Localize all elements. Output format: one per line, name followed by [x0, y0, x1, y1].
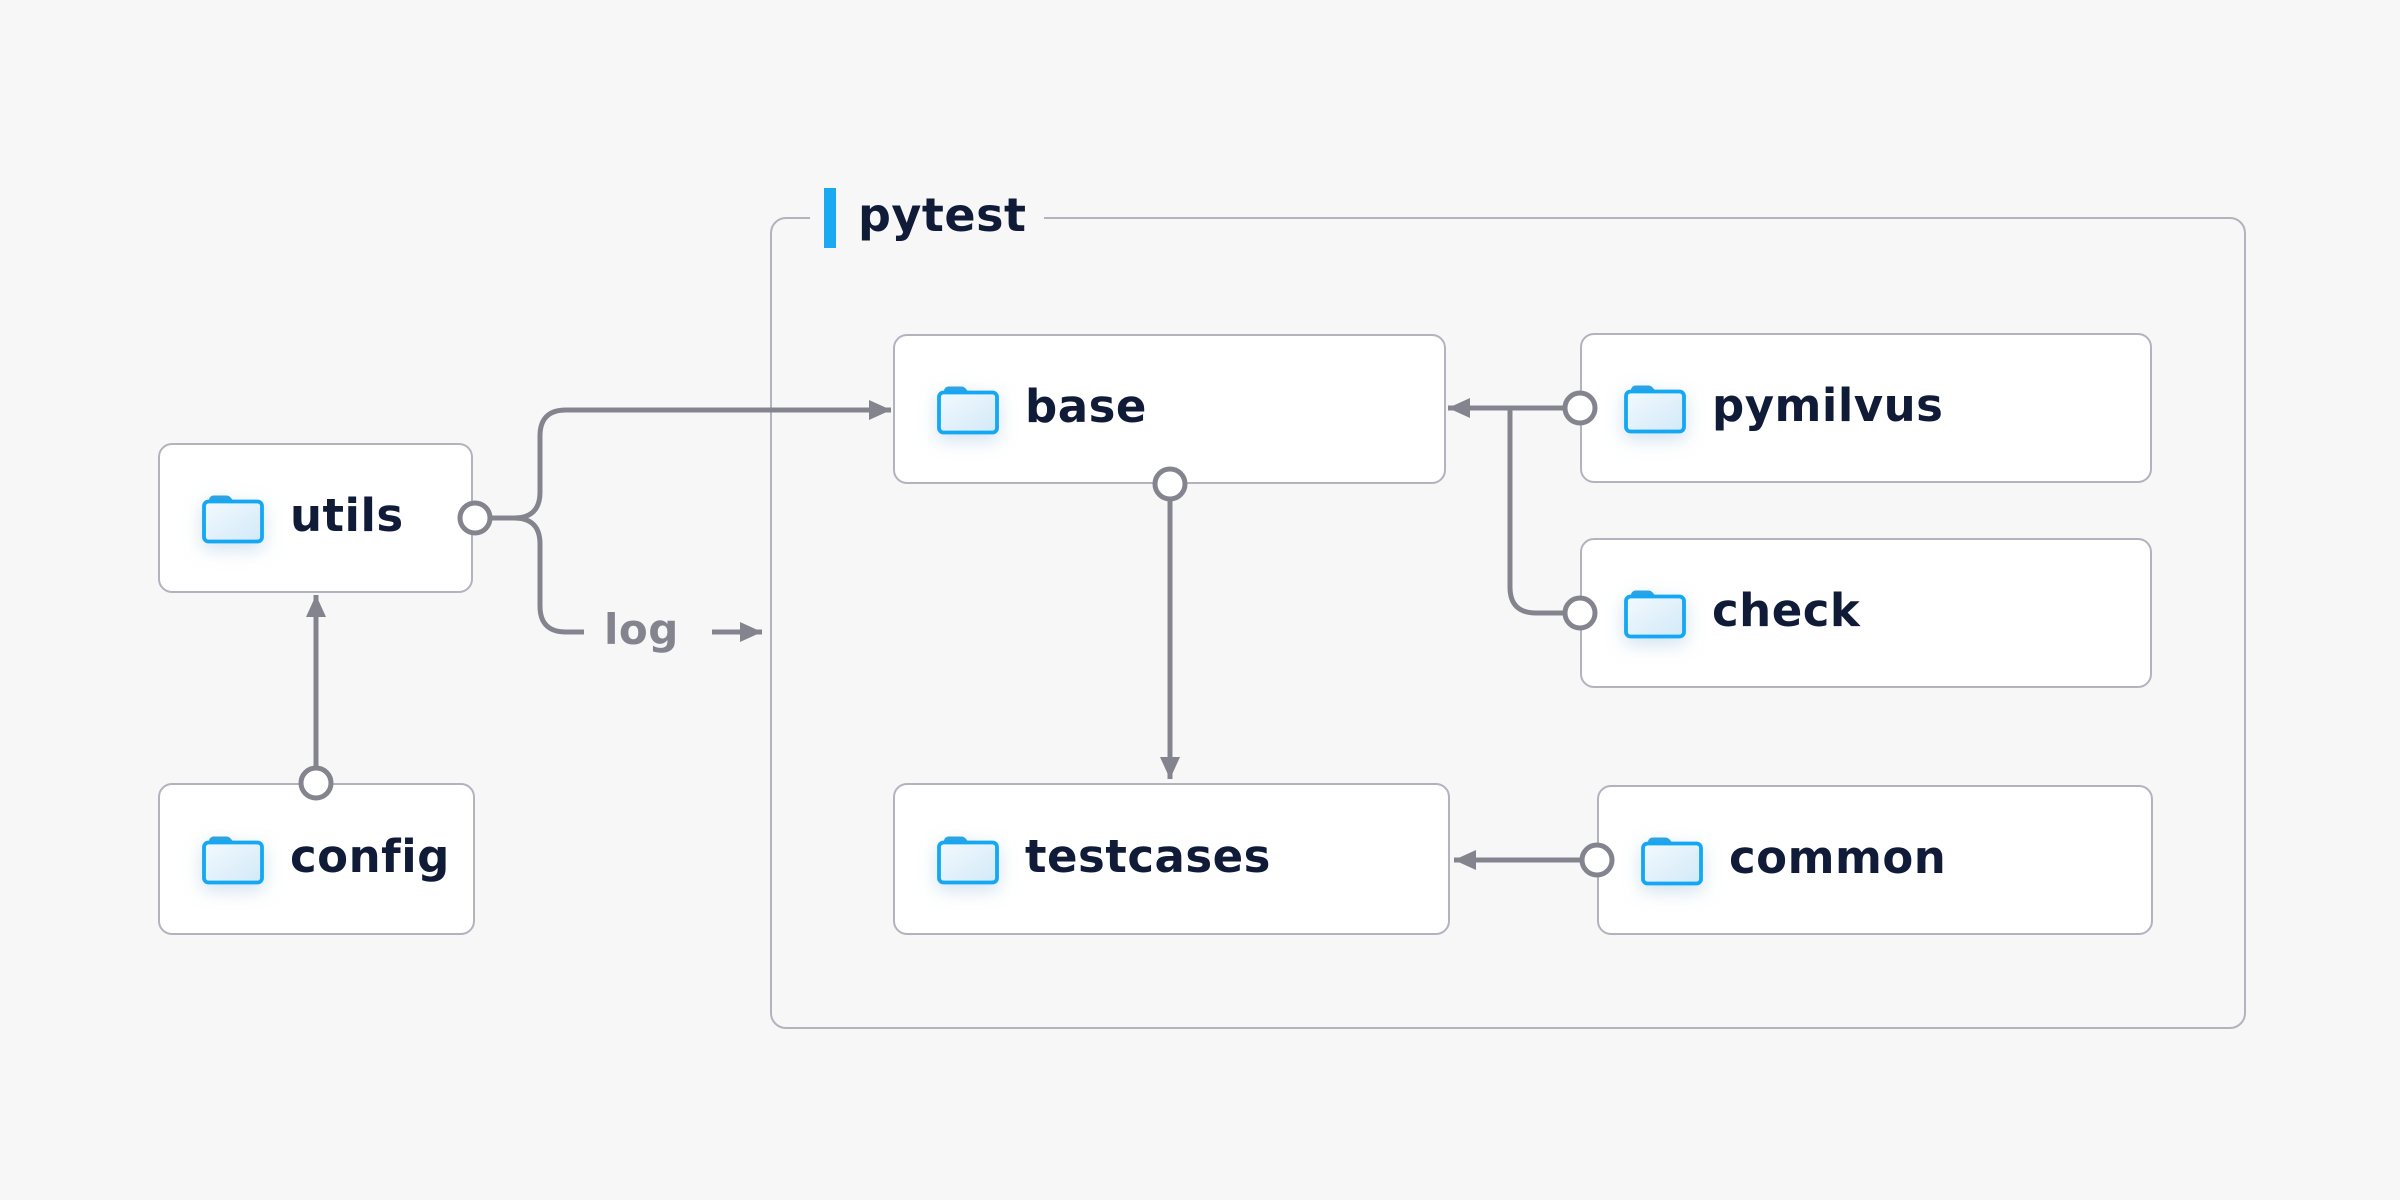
- node-check: check: [1580, 538, 2152, 688]
- log-edge-label: log: [604, 605, 679, 654]
- node-testcases: testcases: [893, 783, 1450, 935]
- folder-icon: [935, 382, 1001, 436]
- node-label: testcases: [1025, 829, 1271, 883]
- pytest-container-label: pytest: [810, 184, 1045, 252]
- node-pymilvus: pymilvus: [1580, 333, 2152, 483]
- node-label: common: [1729, 830, 1947, 884]
- folder-icon: [1622, 381, 1688, 435]
- node-label: base: [1025, 379, 1147, 433]
- node-config: config: [158, 783, 475, 935]
- node-label: check: [1712, 583, 1861, 637]
- node-label: config: [290, 829, 450, 883]
- folder-icon: [200, 832, 266, 886]
- folder-icon: [935, 832, 1001, 886]
- pytest-label-text: pytest: [858, 188, 1027, 242]
- node-label: utils: [290, 488, 404, 542]
- edge-utils-log: [513, 515, 584, 635]
- node-label: pymilvus: [1712, 378, 1944, 432]
- node-base: base: [893, 334, 1446, 484]
- node-utils: utils: [158, 443, 473, 593]
- node-common: common: [1597, 785, 2153, 935]
- folder-icon: [1639, 833, 1705, 887]
- pytest-container: [770, 217, 2246, 1029]
- label-accent-bar-icon: [824, 188, 836, 248]
- folder-icon: [200, 491, 266, 545]
- folder-icon: [1622, 586, 1688, 640]
